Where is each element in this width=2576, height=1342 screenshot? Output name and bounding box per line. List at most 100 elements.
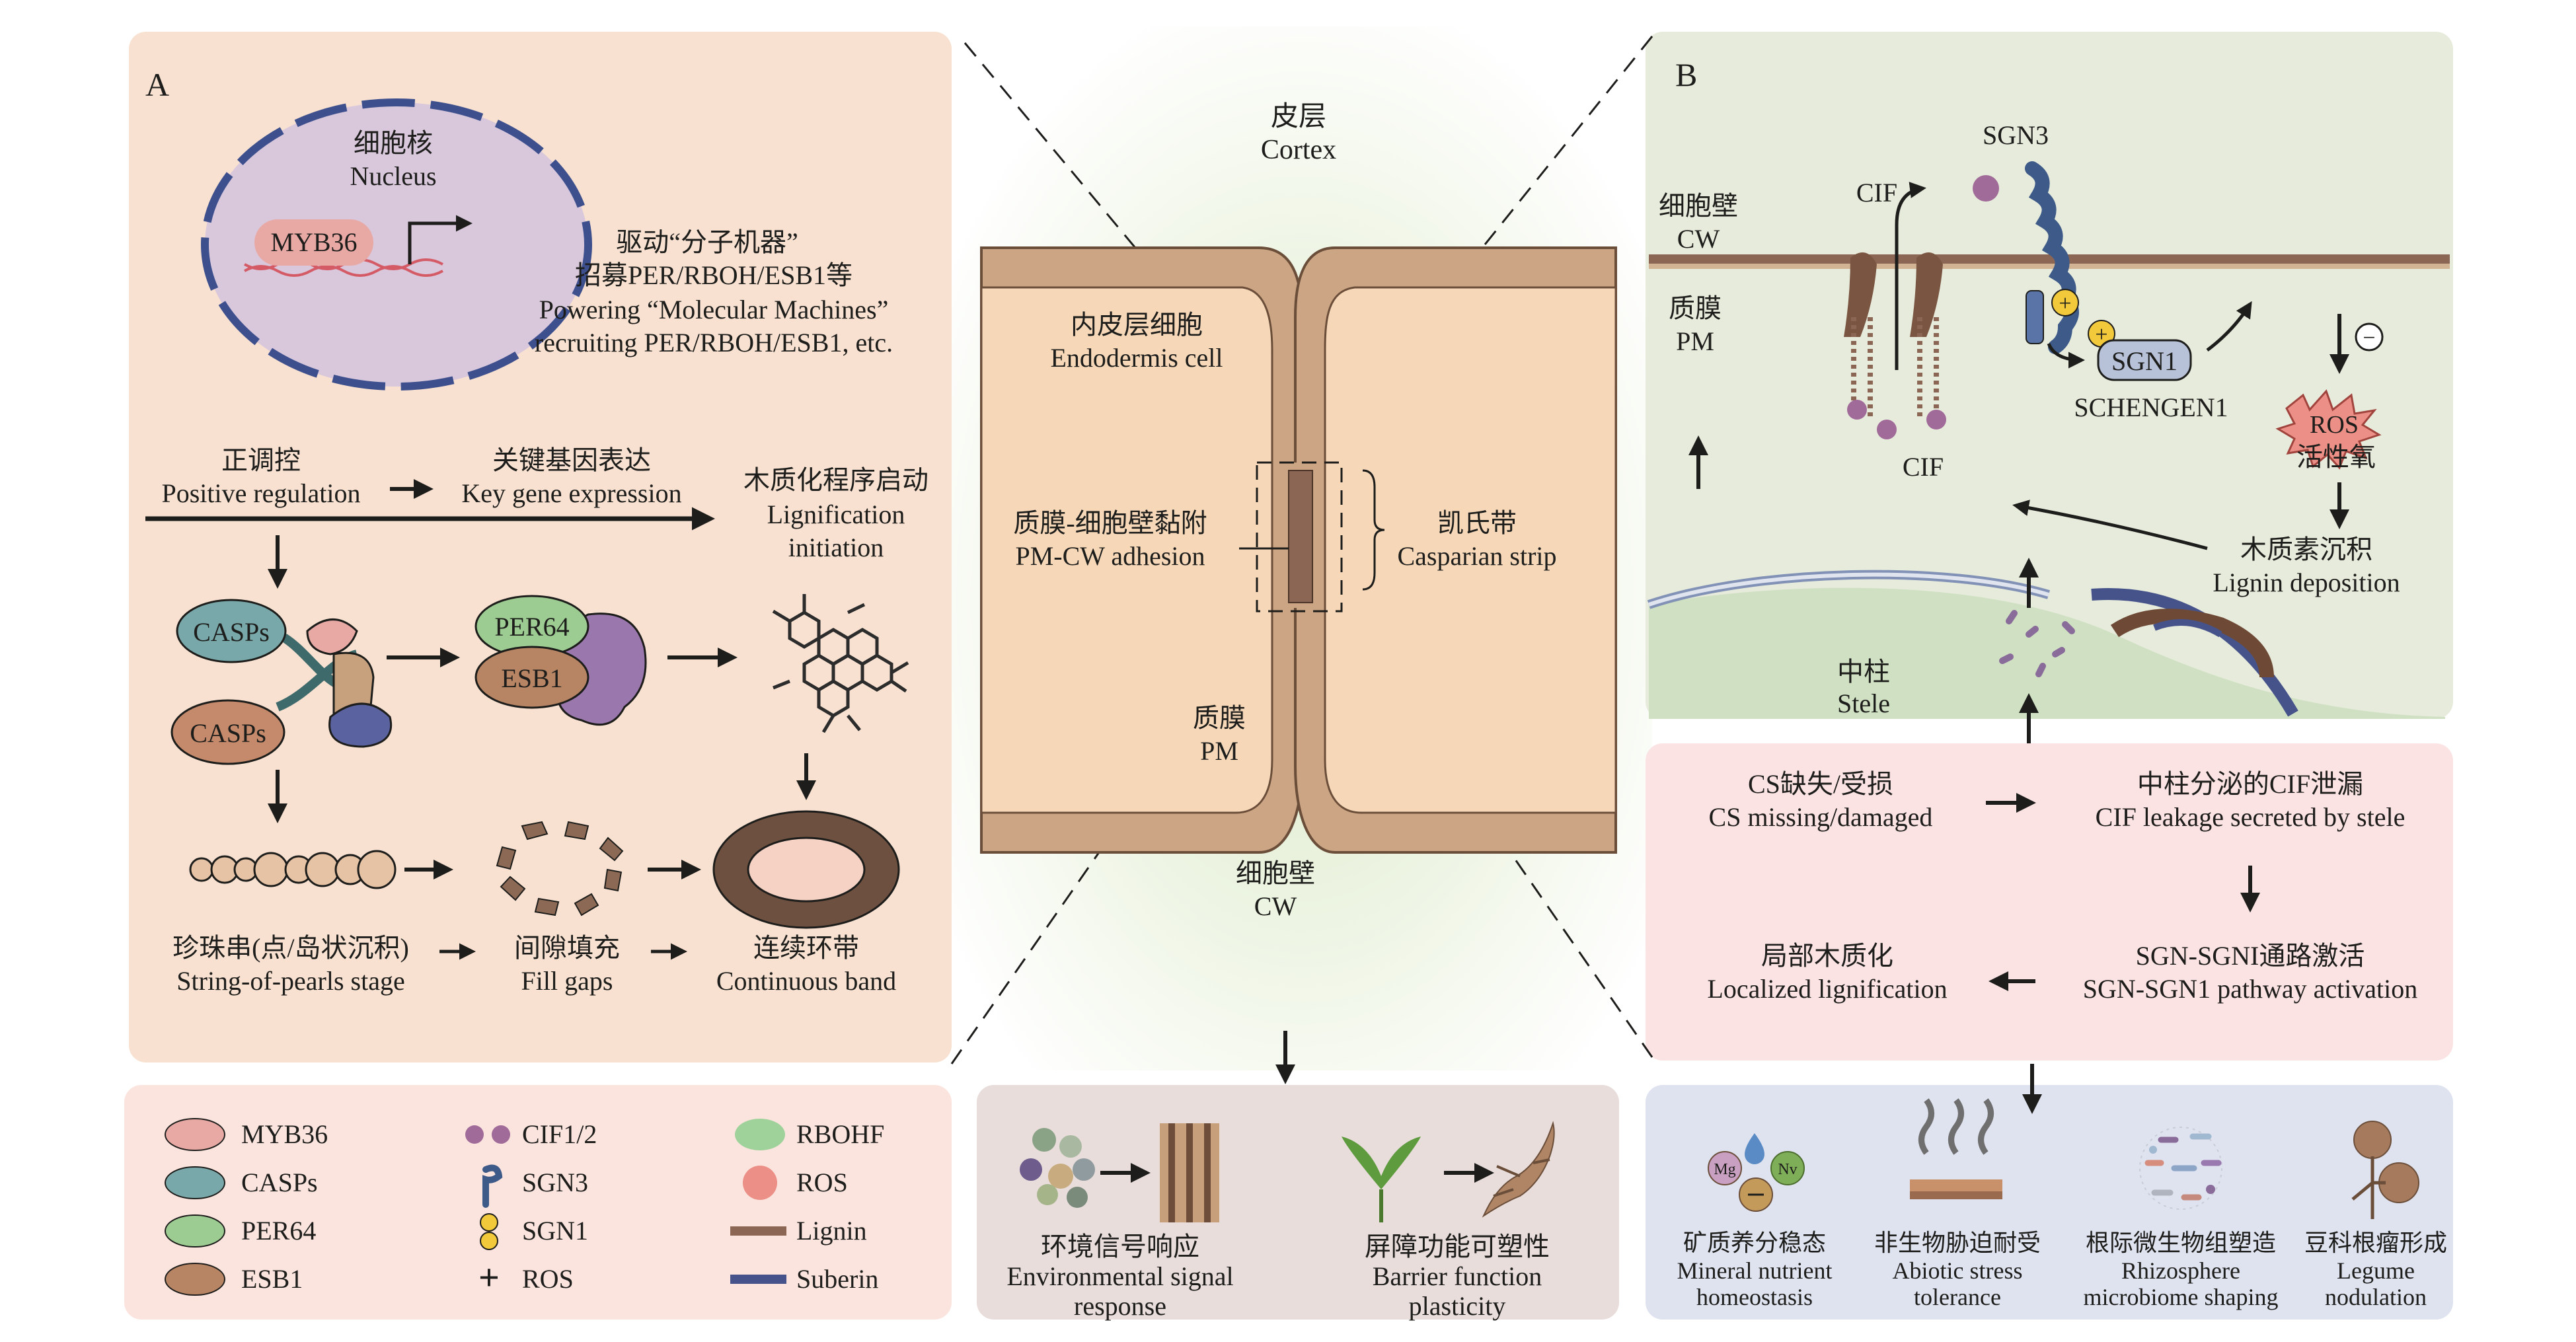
barrier-en-1: Barrier function (1373, 1261, 1542, 1291)
cortex-en: Cortex (1261, 135, 1336, 165)
casps-bottom-label: CASPs (190, 718, 266, 748)
cw-en: CW (1254, 891, 1297, 921)
cif-leakage-zh: 中柱分泌的CIF泄漏 (2137, 769, 2363, 799)
mineral-nv-label: Nv (1778, 1161, 1797, 1178)
sgn3-label: SGN3 (1983, 120, 2049, 150)
pm-zh: 质膜 (1193, 703, 1246, 733)
casps-complex (170, 599, 393, 765)
cif-bottom-label: CIF (1903, 452, 1944, 482)
lignin-feedback-arrow (2012, 500, 2208, 550)
env-signal-icon (1020, 1123, 1219, 1222)
legend-cif: CIF1/2 (522, 1119, 597, 1149)
panel-b-pm-en: PM (1676, 326, 1714, 356)
pearls-zh: 珍珠串(点/岛状沉积) (172, 933, 409, 963)
driving-en-1: Powering “Molecular Machines” (539, 295, 889, 324)
sgn-pathway-en: SGN-SGN1 pathway activation (2083, 974, 2418, 1004)
legend-myb36: MYB36 (241, 1119, 328, 1149)
legume-nodule-icon (2351, 1121, 2419, 1219)
per64-label: PER64 (494, 612, 569, 642)
key-gene-en: Key gene expression (461, 478, 681, 508)
env-signal-en-1: Environmental signal (1006, 1261, 1233, 1291)
panel-b-label: B (1675, 56, 1697, 93)
band-zh: 连续环带 (753, 933, 859, 963)
legend-sgn3: SGN3 (522, 1168, 588, 1197)
driving-zh-2: 招募PER/RBOH/ESB1等 (575, 260, 852, 290)
stele-zh: 中柱 (1837, 657, 1890, 687)
outcome-mineral-en-1: Mineral nutrient (1677, 1257, 1833, 1284)
lignification-init-zh: 木质化程序启动 (743, 465, 928, 495)
cs-missing-en: CS missing/damaged (1709, 802, 1933, 832)
pearls-en: String-of-pearls stage (176, 966, 404, 996)
panel-b-pm-zh: 质膜 (1669, 293, 1722, 323)
legend-lignin: Lignin (796, 1216, 867, 1246)
key-gene-zh: 关键基因表达 (492, 445, 651, 475)
cif-efflux-arrow (1895, 182, 1926, 370)
lignin-deposition-en: Lignin deposition (2213, 568, 2400, 597)
stele-region (1647, 570, 2445, 719)
cs-missing-zh: CS缺失/受损 (1748, 769, 1893, 799)
lignin-deposition-zh: 木质素沉积 (2240, 535, 2372, 564)
legend-ros: ROS (796, 1168, 848, 1197)
fill-gaps-en: Fill gaps (521, 966, 613, 996)
myb36-label: MYB36 (270, 227, 357, 257)
legend-rbohf: RBOHF (796, 1119, 884, 1149)
cif-leakage-en: CIF leakage secreted by stele (2096, 802, 2406, 832)
plus-badge-2: + (2095, 322, 2107, 347)
band-en: Continuous band (716, 966, 896, 996)
driving-zh-1: 驱动“分子机器” (616, 227, 798, 257)
per64-esb1-complex (474, 595, 647, 726)
panel-b-cw-en: CW (1677, 224, 1720, 254)
cw-zh: 细胞壁 (1236, 858, 1315, 888)
adhesion-zh: 质膜-细胞壁黏附 (1013, 508, 1207, 538)
panel-a-label: A (145, 66, 169, 103)
string-of-pearls (189, 850, 397, 889)
mineral-mg-label: Mg (1714, 1161, 1735, 1178)
ros-burst (2275, 389, 2382, 470)
minus-badge (2355, 322, 2384, 352)
outcome-rhizo-en-2: microbiome shaping (2084, 1284, 2279, 1310)
positive-regulation-en: Positive regulation (161, 478, 360, 508)
sgn1-label: SGN1 (2111, 346, 2178, 376)
sgn1-to-ros-arrow (2206, 301, 2252, 352)
outcome-abiotic-en-1: Abiotic stress (1893, 1257, 2023, 1284)
ros-zh-label: 活性氧 (2296, 442, 2376, 472)
barrier-zh: 屏障功能可塑性 (1365, 1232, 1550, 1261)
legend-plus-symbol: + (478, 1257, 500, 1298)
pm-en: PM (1200, 736, 1238, 766)
panel-b-cw-zh: 细胞壁 (1659, 191, 1738, 221)
leaking-cif (1999, 610, 2075, 677)
adhesion-en: PM-CW adhesion (1015, 541, 1205, 571)
legend-sgn1: SGN1 (522, 1216, 588, 1246)
legend-suberin: Suberin (796, 1264, 878, 1294)
casps-top-label: CASPs (193, 617, 270, 647)
nucleus-label-en: Nucleus (350, 161, 436, 191)
panel-b-background (1646, 32, 2453, 719)
sgn1-box (2097, 339, 2192, 381)
barrier-en-2: plasticity (1409, 1291, 1506, 1321)
schengen1-label: SCHENGEN1 (2074, 392, 2228, 422)
ros-label: ROS (2310, 411, 2359, 439)
endodermis-cell-en: Endodermis cell (1050, 343, 1223, 373)
nucleus (201, 98, 592, 391)
barrier-plasticity-icon (1342, 1121, 1555, 1222)
mineral-nutrient-icon (1708, 1133, 1805, 1212)
outcomes-background (1646, 1085, 2453, 1320)
outcome-mineral-en-2: homeostasis (1696, 1284, 1813, 1310)
env-signal-zh: 环境信号响应 (1041, 1232, 1199, 1261)
flow-panel-background (1646, 743, 2453, 1061)
outcome-legume-en-2: nodulation (2325, 1284, 2427, 1310)
cif-top-label: CIF (1856, 178, 1897, 207)
outcome-legume-en-1: Legume (2337, 1257, 2415, 1284)
lignin-polymer (772, 594, 909, 733)
lignification-init-en-1: Lignification (767, 500, 905, 529)
nucleus-label-zh: 细胞核 (354, 128, 433, 158)
legend-esb1: ESB1 (241, 1264, 303, 1294)
cell-wall-membrane (1649, 252, 2450, 416)
driving-en-2: recruiting PER/RBOH/ESB1, etc. (535, 328, 893, 357)
rhizosphere-icon (2139, 1127, 2222, 1210)
cif-molecule-top (1973, 175, 1999, 202)
sgn3-to-sgn1-arrow (2047, 342, 2085, 369)
outcome-legume-zh: 豆科根瘤形成 (2304, 1230, 2447, 1256)
fill-gaps-zh: 间隙填充 (514, 933, 620, 963)
legend-swatches (165, 1118, 786, 1296)
